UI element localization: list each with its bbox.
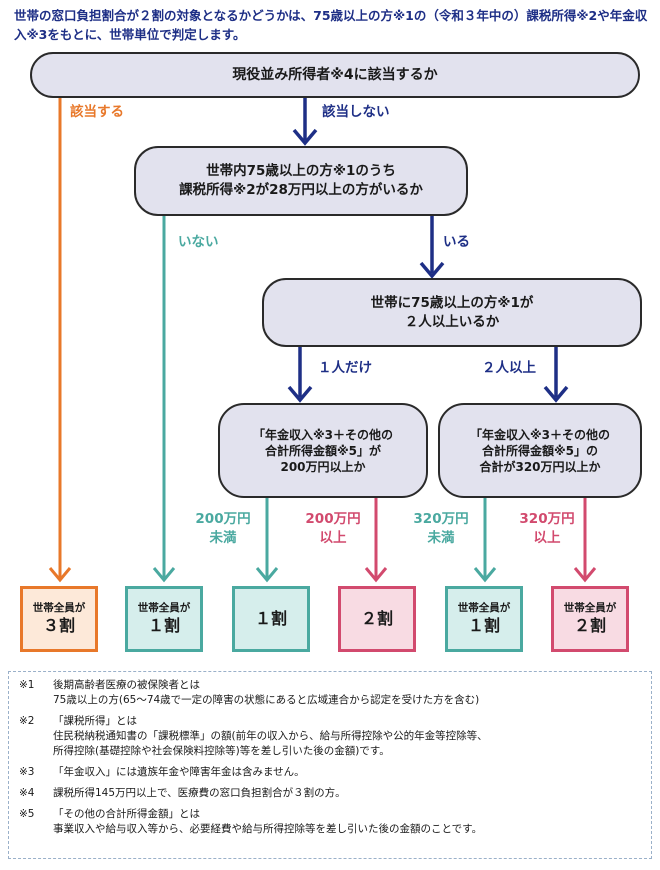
- intro-text: 世帯の窓口負担割合が２割の対象となるかどうかは、75歳以上の方※1の（令和３年中…: [14, 8, 648, 42]
- result-2wari-big: ２割: [360, 609, 393, 628]
- decision-two-or-more: 世帯に75歳以上の方※1が ２人以上いるか: [262, 278, 642, 347]
- result-all-1wari-a: 世帯全員が １割: [125, 586, 203, 652]
- label-under320-word: 未満: [427, 530, 455, 546]
- label-over320-amount: 320万円: [519, 511, 575, 527]
- footnote-5-line1: 「その他の合計所得金額」とは: [53, 808, 200, 820]
- result-1wari: １割: [232, 586, 310, 652]
- footnote-5: ※5 「その他の合計所得金額」とは 事業収入や給与収入等から、必要経費や給与所得控…: [19, 807, 641, 837]
- label-over320-word: 以上: [533, 530, 561, 546]
- decision-200man-line3: 200万円以上か: [280, 459, 366, 474]
- footnote-4: ※4 課税所得145万円以上で、医療費の窓口負担割合が３割の方。: [19, 786, 641, 801]
- result-all-1wari-a-big: １割: [147, 616, 180, 635]
- decision-320man-line1: 「年金収入※3＋その他の: [469, 427, 611, 442]
- decision-200man-line2: 合計所得金額※5」が: [264, 443, 382, 458]
- result-all-3wari-big: ３割: [42, 616, 75, 635]
- footnote-3-mark: ※3: [19, 766, 35, 778]
- decision-genyaku-text: 現役並み所得者※4に該当するか: [232, 66, 438, 83]
- label-under200-word: 未満: [209, 530, 237, 546]
- decision-two-or-more-line2: ２人以上いるか: [404, 313, 500, 330]
- decision-320man: 「年金収入※3＋その他の 合計所得金額※5」の 合計が320万円以上か: [438, 403, 642, 498]
- decision-200man-line1: 「年金収入※3＋その他の: [252, 427, 394, 442]
- result-all-2wari: 世帯全員が ２割: [551, 586, 629, 652]
- label-over320: 320万円 以上: [510, 510, 584, 548]
- result-2wari: ２割: [338, 586, 416, 652]
- label-not-gaito: 該当しない: [322, 104, 390, 120]
- label-under320: 320万円 未満: [404, 510, 478, 548]
- result-all-1wari-b-small: 世帯全員が: [457, 602, 511, 614]
- footnote-1-line2: 75歳以上の方(65～74歳で一定の障害の状態にあると広域連合から認定を受けた方…: [53, 694, 480, 706]
- footnote-4-line1: 課税所得145万円以上で、医療費の窓口負担割合が３割の方。: [53, 787, 346, 799]
- footnote-2-mark: ※2: [19, 715, 35, 727]
- label-over200-word: 以上: [319, 530, 347, 546]
- label-one-only: １人だけ: [318, 360, 372, 376]
- result-all-1wari-b-big: １割: [467, 616, 500, 635]
- footnote-1-line1: 後期高齢者医療の被保険者とは: [53, 679, 200, 691]
- decision-taxable-income-line2: 課税所得※2が28万円以上の方がいるか: [179, 182, 423, 198]
- decision-taxable-income: 世帯内75歳以上の方※1のうち 課税所得※2が28万円以上の方がいるか: [134, 146, 468, 216]
- result-all-1wari-a-small: 世帯全員が: [137, 602, 191, 614]
- footnote-3-line1: 「年金収入」には遺族年金や障害年金は含みません。: [53, 766, 305, 778]
- footnote-5-mark: ※5: [19, 808, 35, 820]
- result-all-3wari: 世帯全員が ３割: [20, 586, 98, 652]
- footnote-3: ※3 「年金収入」には遺族年金や障害年金は含みません。: [19, 765, 641, 780]
- label-under200: 200万円 未満: [188, 510, 258, 548]
- decision-320man-line3: 合計が320万円以上か: [479, 459, 601, 474]
- label-over200-amount: 200万円: [305, 511, 361, 527]
- decision-two-or-more-line1: 世帯に75歳以上の方※1が: [370, 294, 534, 311]
- footnotes: ※1 後期高齢者医療の被保険者とは 75歳以上の方(65～74歳で一定の障害の状態…: [8, 671, 652, 859]
- result-all-1wari-b: 世帯全員が １割: [445, 586, 523, 652]
- footnote-2-line2: 住民税納税通知書の「課税標準」の額(前年の収入から、給与所得控除や公的年金等控除…: [53, 730, 488, 742]
- decision-genyaku: 現役並み所得者※4に該当するか: [30, 52, 640, 98]
- label-under320-amount: 320万円: [413, 511, 469, 527]
- label-iru: いる: [443, 234, 470, 250]
- footnote-2-line1: 「課税所得」とは: [53, 715, 137, 727]
- label-under200-amount: 200万円: [195, 511, 251, 527]
- label-inai: いない: [178, 234, 219, 250]
- decision-320man-line2: 合計所得金額※5」の: [481, 443, 599, 458]
- decision-200man: 「年金収入※3＋その他の 合計所得金額※5」が 200万円以上か: [218, 403, 428, 498]
- footnote-1-mark: ※1: [19, 679, 35, 691]
- footnote-2-line3: 所得控除(基礎控除や社会保険料控除等)等を差し引いた後の金額)です。: [53, 745, 390, 757]
- label-gaito: 該当する: [70, 104, 124, 120]
- result-all-3wari-small: 世帯全員が: [32, 602, 86, 614]
- label-two-plus: ２人以上: [482, 360, 536, 376]
- label-over200: 200万円 以上: [298, 510, 368, 548]
- result-all-2wari-small: 世帯全員が: [563, 602, 617, 614]
- decision-taxable-income-line1: 世帯内75歳以上の方※1のうち: [206, 163, 396, 179]
- footnote-1: ※1 後期高齢者医療の被保険者とは 75歳以上の方(65～74歳で一定の障害の状態…: [19, 678, 641, 708]
- footnote-5-line2: 事業収入や給与収入等から、必要経費や給与所得控除等を差し引いた後の金額のことです…: [53, 823, 483, 835]
- result-all-2wari-big: ２割: [573, 616, 606, 635]
- footnote-4-mark: ※4: [19, 787, 35, 799]
- result-1wari-big: １割: [254, 609, 287, 628]
- footnote-2: ※2 「課税所得」とは 住民税納税通知書の「課税標準」の額(前年の収入から、給与所…: [19, 714, 641, 759]
